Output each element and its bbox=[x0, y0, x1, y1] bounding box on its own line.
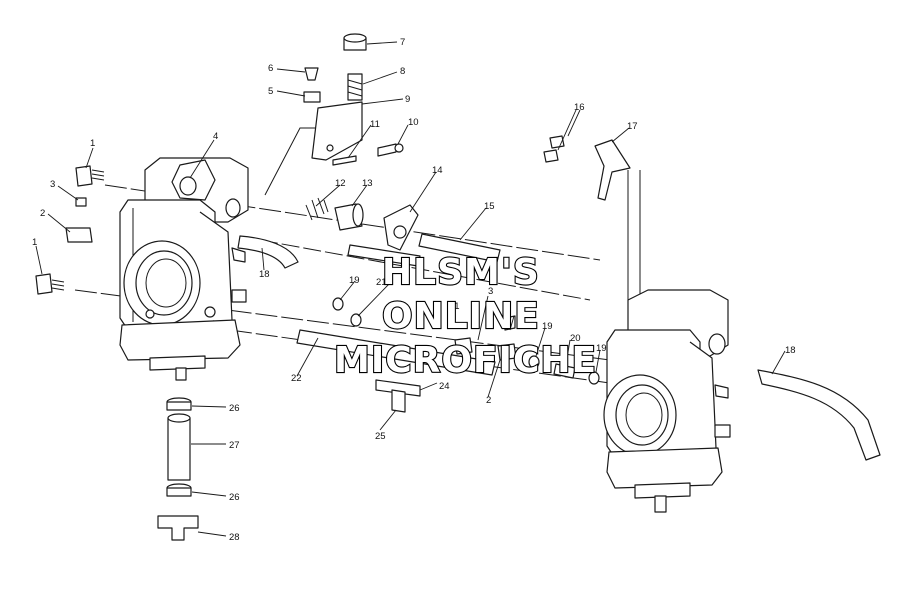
callout-25: 25 bbox=[375, 431, 386, 442]
callout-3-center: 3 bbox=[488, 286, 493, 297]
callout-5: 5 bbox=[268, 86, 273, 97]
callout-11: 11 bbox=[370, 119, 380, 130]
callout-numbers: 1 3 2 1 4 6 5 7 8 9 11 10 12 13 14 15 16… bbox=[32, 37, 796, 543]
callout-27: 27 bbox=[229, 440, 240, 451]
left-carburetor bbox=[119, 157, 249, 381]
callout-8: 8 bbox=[400, 66, 405, 77]
callout-18-left: 18 bbox=[259, 269, 270, 280]
watermark-line-1: HLSM'S bbox=[382, 252, 540, 293]
callout-4: 4 bbox=[213, 131, 218, 142]
callout-10: 10 bbox=[408, 117, 419, 128]
callout-28: 28 bbox=[229, 532, 240, 543]
callout-17: 17 bbox=[627, 121, 638, 132]
top-adjuster-group bbox=[303, 33, 404, 166]
callout-19-center: 19 bbox=[542, 321, 553, 332]
callout-19-left: 19 bbox=[349, 275, 360, 286]
right-carburetor bbox=[603, 289, 731, 513]
callout-20: 20 bbox=[570, 333, 581, 344]
callout-1-bottom: 1 bbox=[32, 237, 37, 248]
callout-2-left: 2 bbox=[40, 208, 45, 219]
callout-24: 24 bbox=[439, 381, 450, 392]
callout-22: 22 bbox=[291, 373, 302, 384]
watermark: HLSM'S ONLINE MICROFICHE bbox=[333, 251, 597, 382]
watermark-line-2: ONLINE bbox=[382, 296, 540, 337]
throttle-linkage-parts bbox=[305, 197, 419, 251]
fuel-hoses bbox=[237, 235, 881, 461]
callout-19-right: 19 bbox=[596, 343, 607, 354]
callout-21-upper: 21 bbox=[376, 277, 387, 288]
callout-1-top: 1 bbox=[90, 138, 95, 149]
callout-18-right: 18 bbox=[785, 345, 796, 356]
center-fittings bbox=[332, 297, 600, 413]
callout-3-left: 3 bbox=[50, 179, 55, 190]
callout-13: 13 bbox=[362, 178, 373, 189]
callout-7: 7 bbox=[400, 37, 405, 48]
callout-2-center: 2 bbox=[486, 395, 491, 406]
watermark-line-3: MICROFICHE bbox=[334, 340, 597, 381]
drain-parts bbox=[157, 397, 199, 541]
callout-26-bottom: 26 bbox=[229, 492, 240, 503]
callout-26-top: 26 bbox=[229, 403, 240, 414]
callout-6: 6 bbox=[268, 63, 273, 74]
callout-12: 12 bbox=[335, 178, 346, 189]
callout-14: 14 bbox=[432, 165, 443, 176]
leader-lines bbox=[35, 41, 786, 537]
callout-21-lower: 21 bbox=[449, 301, 460, 312]
callout-16: 16 bbox=[574, 102, 585, 113]
callout-15: 15 bbox=[484, 201, 495, 212]
callout-9: 9 bbox=[405, 94, 410, 105]
rods bbox=[296, 233, 501, 376]
screws-and-brackets bbox=[35, 135, 631, 295]
